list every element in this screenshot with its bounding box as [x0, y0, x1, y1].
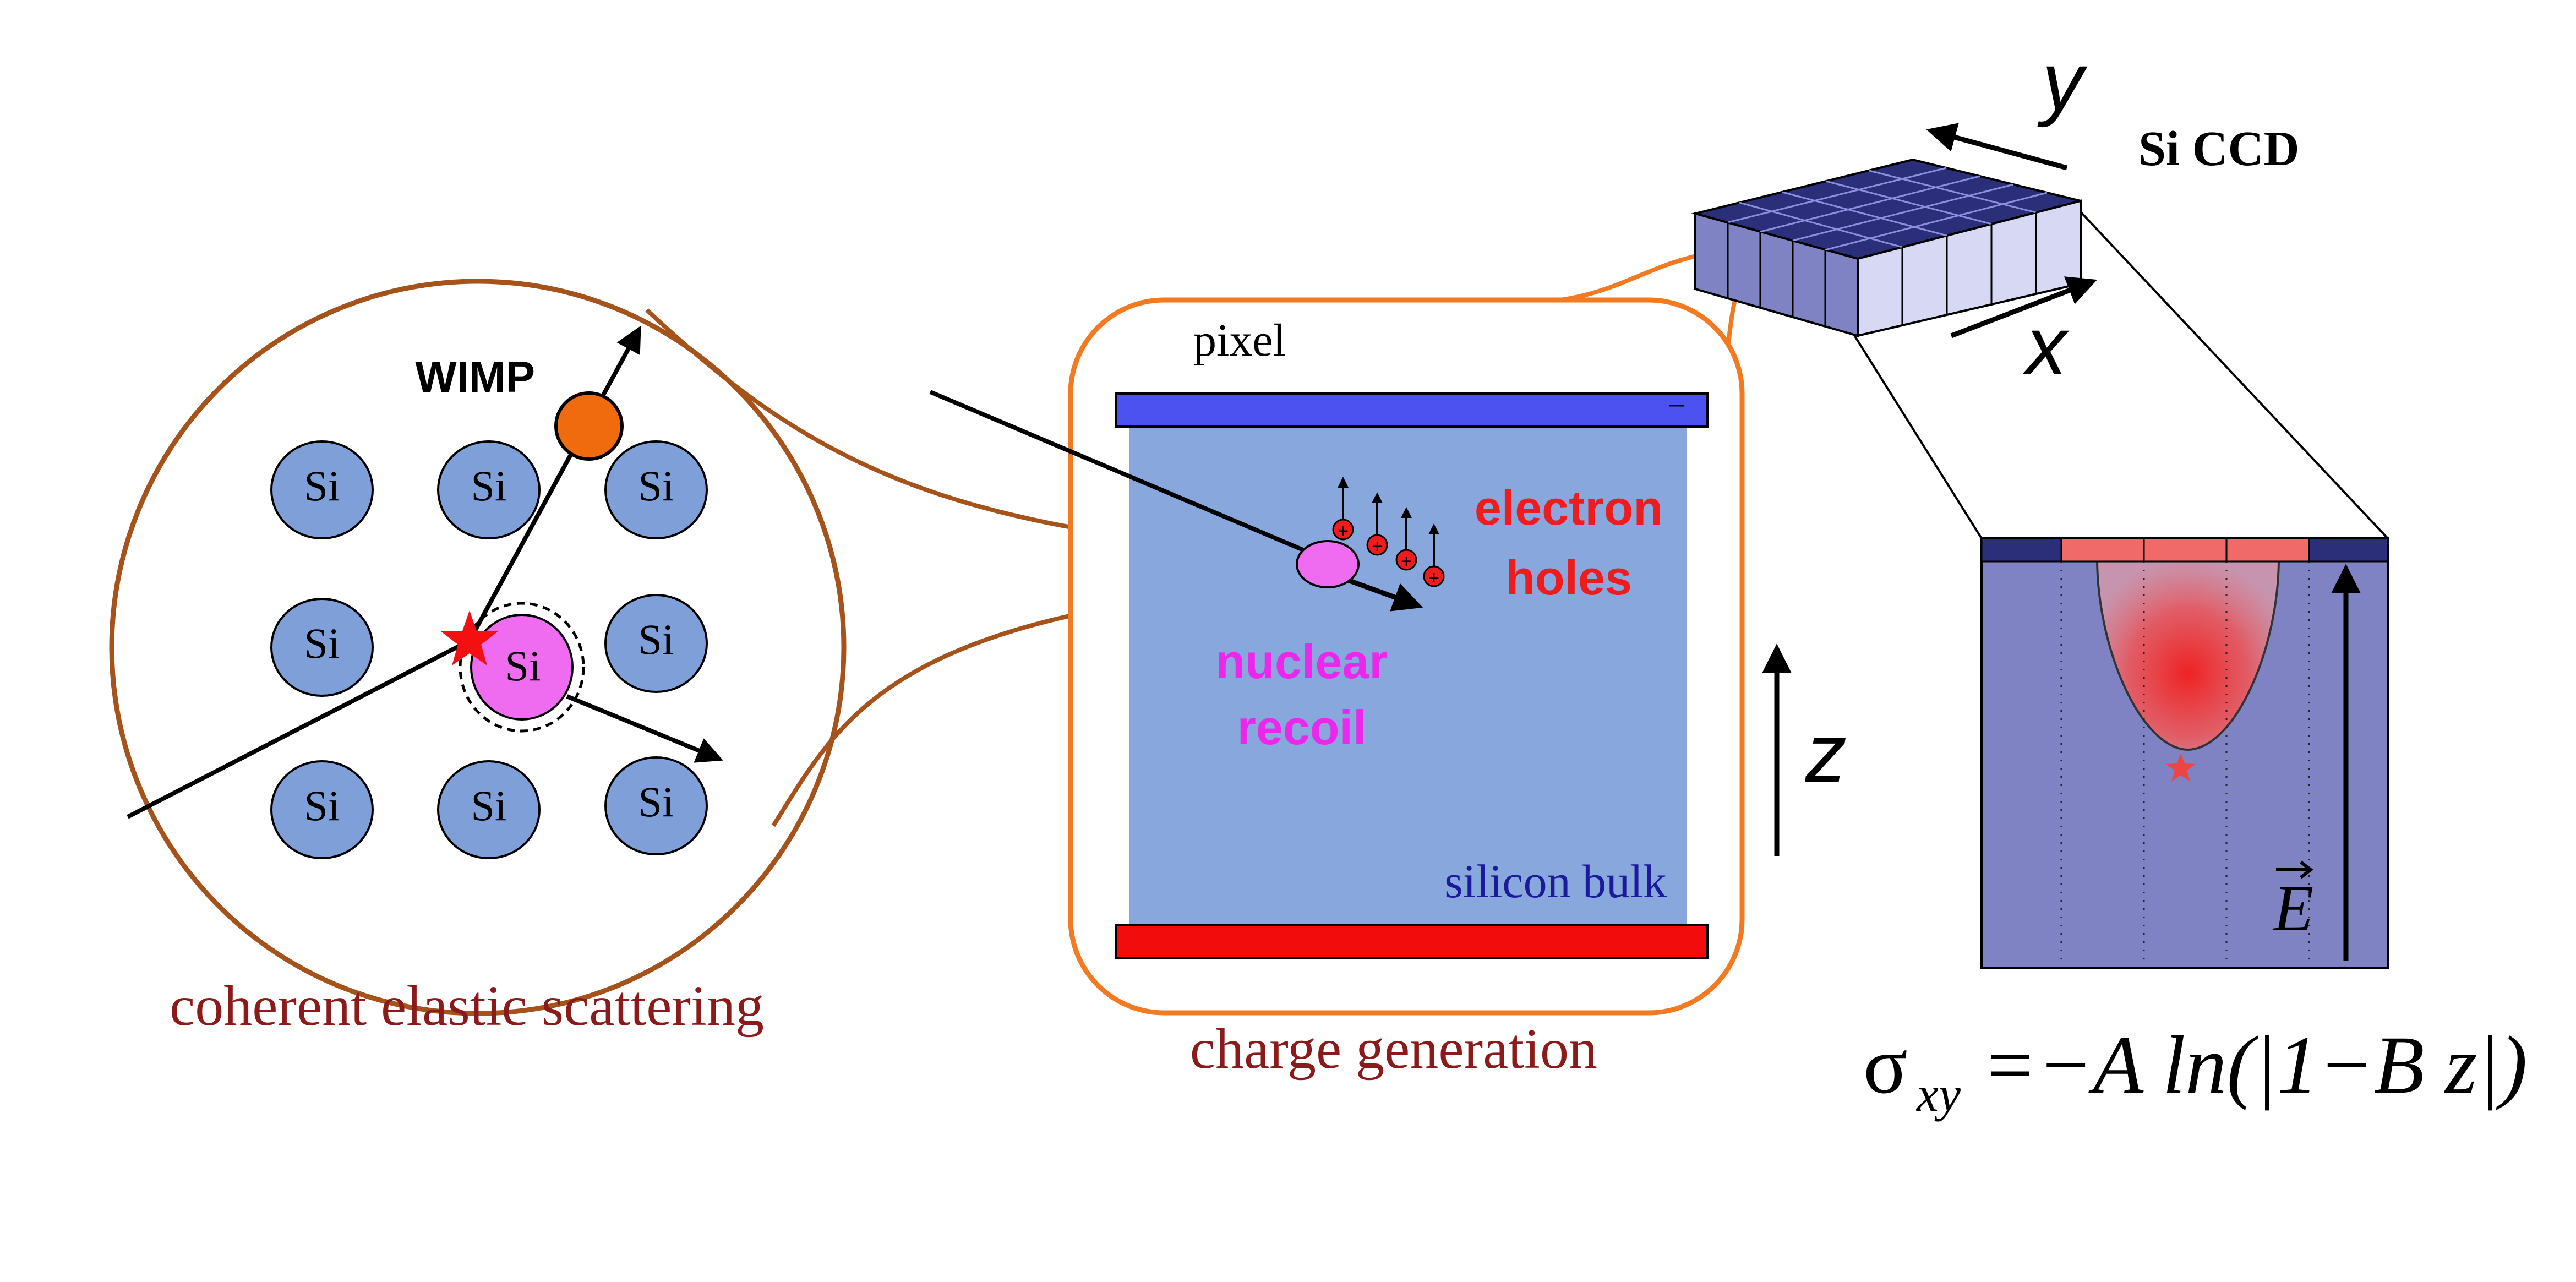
si-atom: Si: [270, 598, 374, 697]
hole-sign: +: [1372, 536, 1383, 557]
silicon-bulk-label: silicon bulk: [1444, 855, 1667, 908]
si-atom-label: Si: [638, 462, 674, 510]
projection-line-right: [2080, 211, 2389, 539]
x-axis-arrow: [1950, 276, 2098, 339]
si-atom-label: Si: [471, 462, 506, 510]
electron-holes-label-line1: electron: [1475, 481, 1663, 535]
y-axis-label: y: [2037, 35, 2088, 128]
si-atom: Si: [270, 760, 374, 859]
wimp-outgoing-track: [467, 325, 641, 642]
ccd-panel: y x Si CCD E: [1691, 35, 2528, 1122]
projection-line-left: [1848, 326, 1983, 539]
hole-sign: +: [1401, 551, 1412, 572]
hole-sign: +: [1338, 521, 1349, 542]
si-atom: Si: [604, 594, 708, 693]
wimp-incoming-track: [127, 639, 471, 819]
ccd-title: Si CCD: [2138, 122, 2300, 176]
ccd-pixel-grid: [1727, 167, 2048, 251]
x-axis-label: x: [2022, 299, 2070, 392]
hole-sign: +: [1428, 568, 1439, 588]
hole-carrier: +: [1366, 492, 1388, 557]
recoil-track: [566, 694, 723, 763]
formula-rhs: =−A ln(|1−B z|): [1982, 1019, 2528, 1111]
ccd-left-dividers: [1727, 222, 1826, 326]
si-atom-label: Si: [638, 778, 674, 826]
field-label: E: [2272, 871, 2313, 945]
si-atom-label: Si: [304, 782, 340, 830]
bottom-electrode: [1115, 924, 1709, 959]
si-atom: Si: [270, 440, 374, 539]
negative-sign: −: [1667, 388, 1686, 424]
si-atom-label: Si: [304, 619, 340, 667]
formula-subscript: xy: [1915, 1067, 1961, 1122]
ccd-chip: [1691, 158, 2082, 337]
charge-generation-caption: charge generation: [1190, 1017, 1597, 1081]
si-atom-label: Si: [471, 782, 506, 830]
hole-carrier: +: [1423, 523, 1445, 588]
nuclear-recoil-label-line1: nuclear: [1215, 634, 1388, 689]
pixel-label: pixel: [1193, 315, 1286, 366]
nuclear-recoil-label-line2: recoil: [1237, 700, 1367, 755]
ccd-left-face: [1694, 212, 1859, 337]
scattering-panel: Si Si Si Si Si Si Si Si Si WIMP: [109, 279, 1319, 1016]
charge-panel: − pixel + + +: [929, 240, 1847, 1081]
hole-carrier: +: [1395, 507, 1417, 572]
top-electrode: [1115, 392, 1709, 428]
electron-holes-label-line2: holes: [1505, 550, 1632, 605]
interaction-star-icon: [441, 610, 498, 665]
nuclear-recoil-blob: [1296, 540, 1360, 588]
si-atom-label: Si: [638, 615, 674, 663]
wimp-particle: [554, 391, 624, 461]
scattering-caption: coherent elastic scattering: [170, 974, 764, 1038]
pixel-boundaries: [2060, 561, 2310, 966]
formula-sigma: σ: [1863, 1019, 1908, 1111]
recoil-atom-label: Si: [505, 642, 541, 690]
atom-grid: Si Si Si Si Si Si Si Si: [270, 440, 708, 859]
z-axis-label: z: [1805, 707, 1847, 799]
hole-carrier: +: [1332, 477, 1354, 542]
si-atom: Si: [437, 760, 541, 859]
si-atom-label: Si: [304, 462, 340, 510]
incoming-track: [929, 390, 1321, 559]
y-axis-arrow: [1926, 123, 2068, 171]
charge-cloud: [2095, 557, 2280, 751]
diffusion-formula: σ xy =−A ln(|1−B z|): [1863, 1019, 2528, 1122]
hole-carriers: + + + +: [1332, 477, 1445, 588]
si-atom: Si: [437, 440, 541, 539]
si-atom: Si: [604, 440, 708, 539]
ccd-front-dividers: [1901, 212, 2037, 325]
si-atom: Si: [604, 756, 708, 855]
wimp-label: WIMP: [415, 352, 535, 401]
vector-arrow-icon: [2276, 860, 2313, 879]
event-star-icon: [2166, 753, 2196, 782]
ccd-cross-section: E: [1980, 537, 2389, 969]
recoiling-si-atom: Si: [459, 602, 585, 733]
